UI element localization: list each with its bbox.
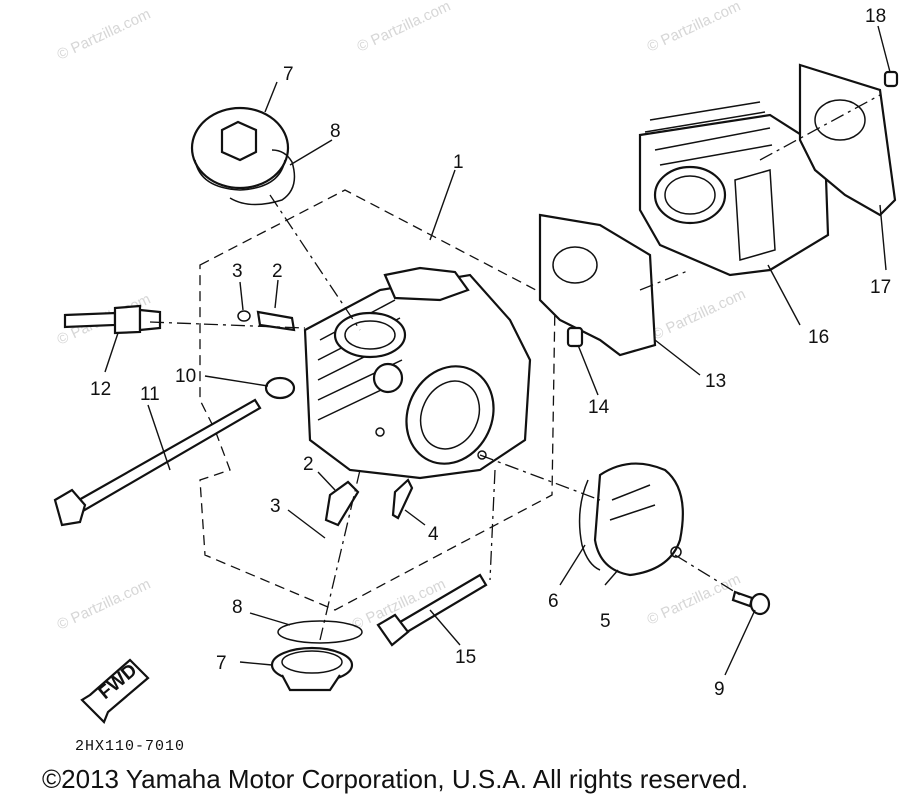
stud-bolt — [53, 398, 262, 527]
stud — [391, 478, 414, 520]
callout-label: 6 — [548, 591, 559, 612]
cap-lower — [270, 646, 354, 692]
callout-label: 13 — [705, 371, 726, 392]
valve-guide-lower — [324, 480, 360, 527]
callout-label: 3 — [270, 496, 281, 517]
callout-label: 1 — [453, 152, 464, 173]
callout-label: 2 — [272, 261, 283, 282]
circlip-upper — [237, 310, 251, 322]
callout-label: 4 — [428, 524, 439, 545]
fwd-arrow-icon: FWD — [80, 658, 150, 724]
callout-label: 9 — [714, 679, 725, 700]
callout-label: 16 — [808, 327, 829, 348]
callout-label: 12 — [90, 379, 111, 400]
callout-labels: 1 2 3 2 3 4 5 6 7 8 8 7 9 10 11 12 13 14… — [90, 6, 891, 700]
leader-lines — [104, 25, 891, 676]
diagram-code: 2HX110-7010 — [75, 738, 185, 755]
callout-label: 10 — [175, 366, 196, 387]
o-ring-lower — [277, 620, 363, 644]
o-ring-tappet — [578, 479, 601, 571]
callout-label: 8 — [232, 597, 243, 618]
cap-upper — [190, 106, 290, 191]
dowel-pin — [566, 326, 584, 348]
watermark: © Partzilla.com — [55, 576, 154, 634]
flange-bolt — [376, 573, 488, 647]
cover-bolt — [731, 590, 771, 616]
watermark: © Partzilla.com — [55, 6, 154, 64]
callout-label: 11 — [140, 384, 160, 405]
callout-label: 8 — [330, 121, 341, 142]
assembly-boundary — [199, 189, 556, 611]
callout-label: 2 — [303, 454, 314, 475]
watermark: © Partzilla.com — [645, 0, 744, 56]
valve-guide-upper — [256, 310, 296, 332]
callout-label: 7 — [283, 64, 294, 85]
watermark: © Partzilla.com — [650, 286, 749, 344]
dowel-pin — [883, 70, 899, 88]
copyright-notice: ©2013 Yamaha Motor Corporation, U.S.A. A… — [42, 764, 748, 794]
callout-label: 7 — [216, 653, 227, 674]
o-ring-upper — [229, 149, 296, 206]
cylinder-base-gasket — [538, 213, 657, 357]
callout-label: 3 — [232, 261, 243, 282]
callout-label: 14 — [588, 397, 610, 418]
spark-plug — [63, 304, 162, 335]
callout-label: 17 — [870, 277, 891, 298]
cylinder — [638, 101, 830, 277]
cylinder-head — [303, 266, 532, 480]
callout-label: 15 — [455, 647, 476, 668]
callout-label: 5 — [600, 611, 611, 632]
watermark: © Partzilla.com — [355, 0, 454, 56]
washer — [264, 376, 296, 400]
watermark: © Partzilla.com — [645, 571, 744, 629]
cylinder-head-gasket — [798, 63, 897, 217]
tappet-cover — [593, 462, 684, 577]
callout-label: 18 — [865, 6, 886, 27]
